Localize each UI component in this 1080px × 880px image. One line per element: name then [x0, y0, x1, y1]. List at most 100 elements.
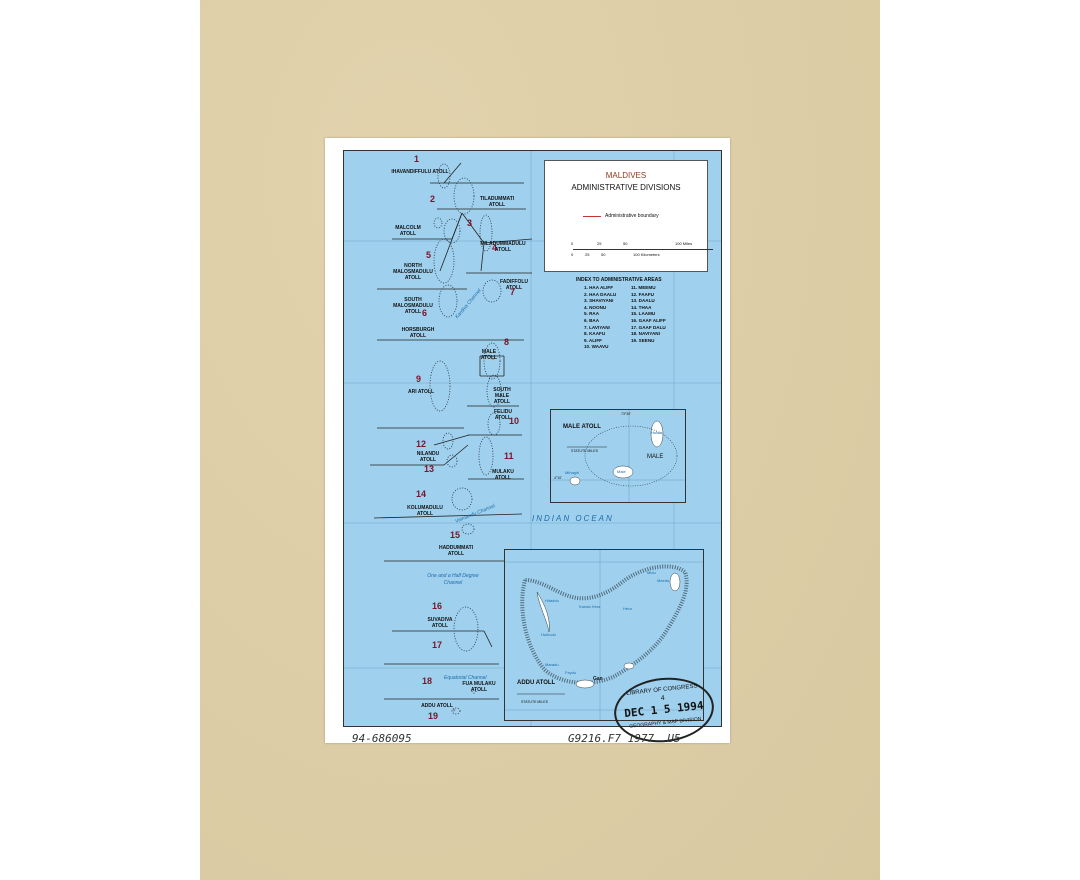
- area-number-15: 15: [450, 530, 461, 540]
- area-number-12: 12: [416, 439, 427, 449]
- map-title-subtitle: ADMINISTRATIVE DIVISIONS: [571, 183, 681, 192]
- hulule-label: Hulule: [651, 430, 663, 435]
- atoll-label-fadiffolu: FADIFFOLU ATOLL: [499, 279, 529, 291]
- index-heading: INDEX TO ADMINISTRATIVE AREAS: [576, 277, 662, 283]
- label-one-and-a-half-degree-channel: One and a Half Degree Channel: [427, 573, 479, 586]
- index-entry: 14. THAA: [631, 304, 652, 310]
- scale-miles-25: 25: [597, 241, 602, 246]
- area-number-3: 3: [467, 218, 473, 228]
- milhagiri-label: Mihagiri: [565, 470, 580, 475]
- area-number-9: 9: [416, 374, 422, 384]
- male-inset-latitude: 4°10': [554, 476, 562, 480]
- handwritten-accession-number: 94-686095: [352, 732, 412, 745]
- place-gan: Gan: [593, 676, 603, 682]
- area-number-14: 14: [416, 489, 427, 499]
- map-title-box: MALDIVES ADMINISTRATIVE DIVISIONS Admini…: [544, 160, 713, 272]
- small-islands: [452, 356, 495, 712]
- male-inset-scale-label: STATUTE MILES: [571, 449, 598, 453]
- male-inset-longitude: 73°30': [621, 412, 631, 416]
- atoll-label-mulaku: MULAKU ATOLL: [492, 469, 514, 481]
- area-number-18: 18: [422, 676, 433, 686]
- index-entry: 11. MEEMU: [631, 285, 656, 290]
- scale-bar: [573, 249, 713, 250]
- area-number-16: 16: [432, 601, 443, 611]
- area-number-17: 17: [432, 640, 443, 650]
- legend-boundary-swatch: [583, 216, 601, 217]
- place-hera: Hera: [623, 606, 632, 611]
- legend-boundary-label: Administrative boundary: [605, 213, 659, 219]
- index-entry: 13. DAALU: [631, 298, 655, 304]
- atoll-label-haddummati: HADDUMMATI ATOLL: [438, 545, 474, 557]
- atoll-label-ari: ARI ATOLL: [408, 389, 435, 395]
- atoll-label-horsburgh: HORSBURGH ATOLL: [401, 327, 435, 339]
- area-number-2: 2: [430, 194, 436, 204]
- map-drawing: [344, 151, 721, 726]
- atoll-label-felidu: FELIDU ATOLL: [493, 409, 513, 421]
- atoll-label-kolumadulu: KOLUMADULU ATOLL: [407, 505, 443, 517]
- scale-miles-50: 50: [623, 241, 628, 246]
- scale-miles-0: 0: [571, 241, 574, 246]
- index-entry: 5. RAA: [584, 311, 600, 317]
- index-entry: 9. ALIFF: [584, 337, 602, 343]
- area-number-13: 13: [424, 464, 435, 474]
- atoll-label-male: MALE ATOLL: [480, 349, 498, 361]
- area-number-8: 8: [504, 337, 510, 347]
- atoll-label-miladummadulu: MILADUMMADULU ATOLL: [480, 241, 526, 253]
- male-island-label: Male: [617, 469, 626, 474]
- atoll-label-suvadiva: SUVADIVA ATOLL: [427, 617, 453, 629]
- label-indian-ocean: INDIAN OCEAN: [532, 514, 614, 523]
- addu-inset-drawing: [505, 550, 703, 720]
- area-number-1: 1: [414, 154, 420, 164]
- index-entry: 12. FAAFU: [631, 291, 654, 297]
- atoll-label-south-malosmadulu: SOUTH MALOSMADULU ATOLL: [393, 297, 433, 315]
- index-entry: 15. LAAMU: [631, 311, 656, 317]
- atoll-label-south-male: SOUTH MALE ATOLL: [493, 387, 511, 405]
- place-hitaddu: Hitaddu: [545, 598, 559, 603]
- index-entry: 3. SHAVIYANI: [584, 298, 614, 304]
- index-column-2: 11. MEEMU 12. FAAFU 13. DAALU 14. THAA 1…: [631, 285, 666, 344]
- index-entry: 7. LAVIYANI: [584, 324, 610, 330]
- scale-km-100: 100 Kilometers: [633, 252, 660, 257]
- area-number-7: 7: [510, 287, 516, 297]
- index-entry: 19. SEENU: [631, 337, 655, 343]
- scale-miles-100: 100 Miles: [675, 241, 693, 246]
- index-entry: 18. NAVIYANI: [631, 331, 660, 337]
- atoll-label-north-malosmadulu: NORTH MALOSMADULU ATOLL: [393, 263, 433, 281]
- atoll-label-nilandu: NILANDU ATOLL: [416, 451, 440, 463]
- map-title-country: MALDIVES: [605, 171, 647, 180]
- place-hulhudu: Hulhudu: [541, 632, 556, 637]
- area-number-6: 6: [422, 308, 428, 318]
- handwritten-call-number: G9216.F7 1977 .U5: [568, 732, 681, 745]
- area-number-10: 10: [509, 416, 520, 426]
- male-inset-title: MALE ATOLL: [563, 424, 601, 430]
- atoll-reefs: [429, 163, 502, 715]
- atoll-label-tiladummati: TILADUMMATI ATOLL: [479, 196, 515, 208]
- addu-inset-scale-label: STATUTE MILES: [521, 700, 548, 704]
- area-number-5: 5: [426, 250, 432, 260]
- scale-km-0: 0: [571, 252, 574, 257]
- scale-km-50: 50: [601, 252, 606, 257]
- label-equatorial-channel: Equatorial Channel: [444, 675, 487, 681]
- atoll-label-malcolm: MALCOLM ATOLL: [395, 225, 421, 237]
- index-column-1: 1. HAA ALIFF 2. HAA DAALU 3. SHAVIYANI 4…: [584, 285, 616, 351]
- addu-inset-title: ADDU ATOLL: [517, 680, 556, 686]
- atoll-label-addu: ADDU ATOLL: [421, 703, 453, 709]
- atoll-label-fua-mulaku: FUA MULAKU ATOLL: [462, 681, 496, 693]
- area-number-19: 19: [428, 711, 439, 721]
- male-inset-drawing: [551, 410, 685, 502]
- index-entry: 6. BAA: [584, 317, 600, 323]
- index-entry: 2. HAA DAALU: [584, 291, 617, 297]
- admin-boundaries: [370, 162, 533, 700]
- male-atoll-inset: MALE ATOLL STATUTE MILES MALE Male Hulul…: [550, 409, 686, 503]
- index-entry: 17. GAAF DALU: [631, 324, 666, 330]
- place-feydu: Feydu: [565, 670, 577, 675]
- atoll-label-ihavandiffulu: IHAVANDIFFULU ATOLL: [391, 169, 449, 175]
- index-entry: 4. NOONU: [584, 304, 607, 310]
- index-entry: 1. HAA ALIFF: [584, 285, 614, 290]
- area-number-4: 4: [492, 243, 498, 253]
- place-maradu: Maradu: [545, 662, 559, 667]
- addu-atoll-inset: ADDU ATOLL STATUTE MILES Hitaddu Kanda H…: [504, 549, 704, 721]
- scale-km-25: 25: [585, 252, 590, 257]
- place-meedu: Meedu: [657, 578, 670, 583]
- male-inset-capital: MALE: [647, 454, 664, 460]
